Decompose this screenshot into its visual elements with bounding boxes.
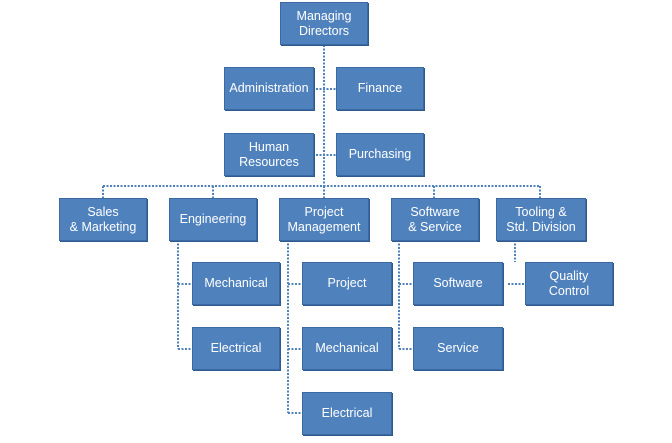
engineering-box: Engineering — [169, 198, 257, 241]
engineering-electrical-box: Electrical — [192, 327, 280, 370]
sales-marketing-box: Sales & Marketing — [59, 198, 147, 241]
managing-directors-box: Managing Directors — [280, 2, 368, 45]
pm-electrical-box: Electrical — [302, 392, 392, 435]
software-service-box: Software & Service — [391, 198, 479, 241]
human-resources-box: Human Resources — [224, 133, 314, 176]
project-management-box: Project Management — [279, 198, 369, 241]
finance-box: Finance — [336, 67, 424, 110]
ss-software-box: Software — [413, 262, 503, 305]
administration-box: Administration — [224, 67, 314, 110]
quality-control-box: Quality Control — [525, 262, 613, 305]
pm-project-box: Project — [302, 262, 392, 305]
pm-mechanical-box: Mechanical — [302, 327, 392, 370]
engineering-mechanical-box: Mechanical — [192, 262, 280, 305]
ss-service-box: Service — [413, 327, 503, 370]
tooling-division-box: Tooling & Std. Division — [496, 198, 586, 241]
purchasing-box: Purchasing — [336, 133, 424, 176]
